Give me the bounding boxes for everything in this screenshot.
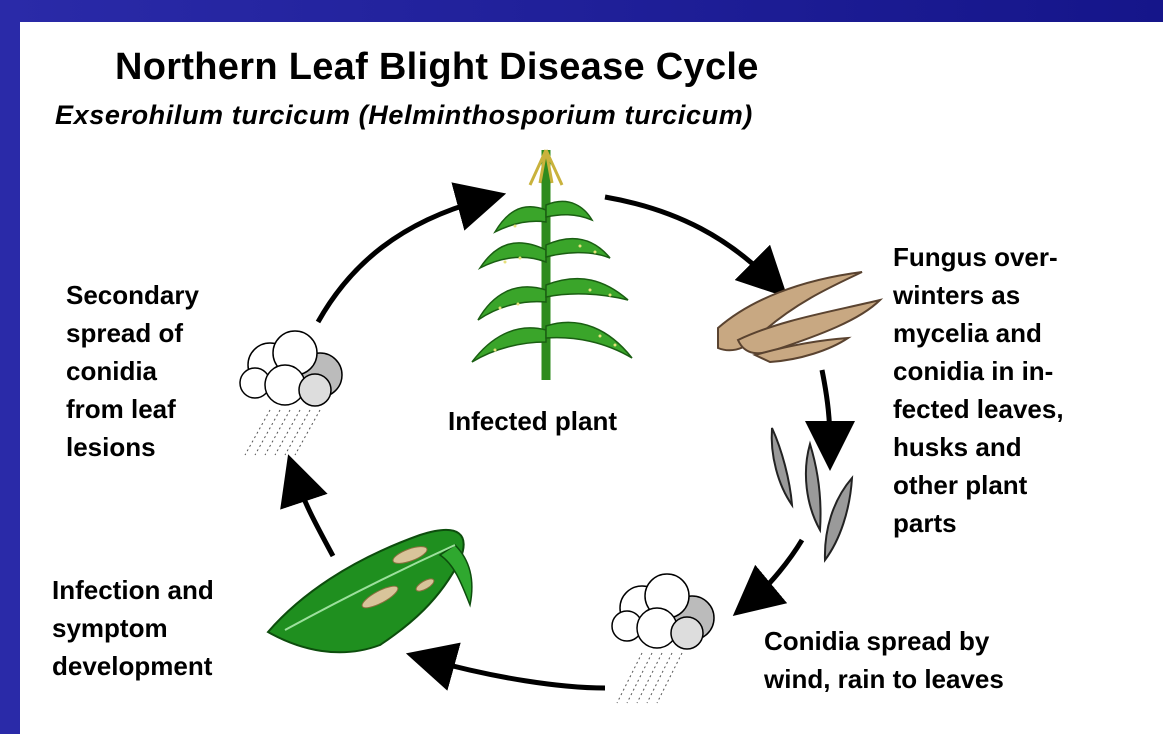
dead-leaves-icon [718, 272, 880, 362]
stage-label-overwinter: Fungus over- winters as mycelia and coni… [893, 238, 1064, 542]
diagram-subtitle: Exserohilum turcicum (Helminthosporium t… [55, 100, 753, 131]
rain-cloud-icon [612, 574, 714, 703]
arrow-conidia-to-spread [752, 540, 802, 600]
arrow-spread-to-infection [430, 660, 605, 688]
diagram-title: Northern Leaf Blight Disease Cycle [115, 46, 759, 89]
stage-label-infection: Infection and symptom development [52, 571, 214, 685]
arrow-infection-to-secondary [296, 478, 333, 556]
corn-plant-icon [472, 150, 632, 380]
arrow-overwinter-to-conidia [822, 370, 830, 446]
arrow-secondary-to-plant [318, 200, 482, 322]
stage-label-conidia-spread: Conidia spread by wind, rain to leaves [764, 622, 1004, 698]
stage-label-secondary-spread: Secondary spread of conidia from leaf le… [66, 276, 199, 466]
arrow-plant-to-overwinter [605, 197, 770, 280]
stage-label-infected-plant: Infected plant [448, 402, 617, 440]
conidia-spores-icon [772, 428, 852, 560]
infected-leaf-icon [268, 530, 472, 652]
rain-cloud-icon [240, 331, 342, 455]
